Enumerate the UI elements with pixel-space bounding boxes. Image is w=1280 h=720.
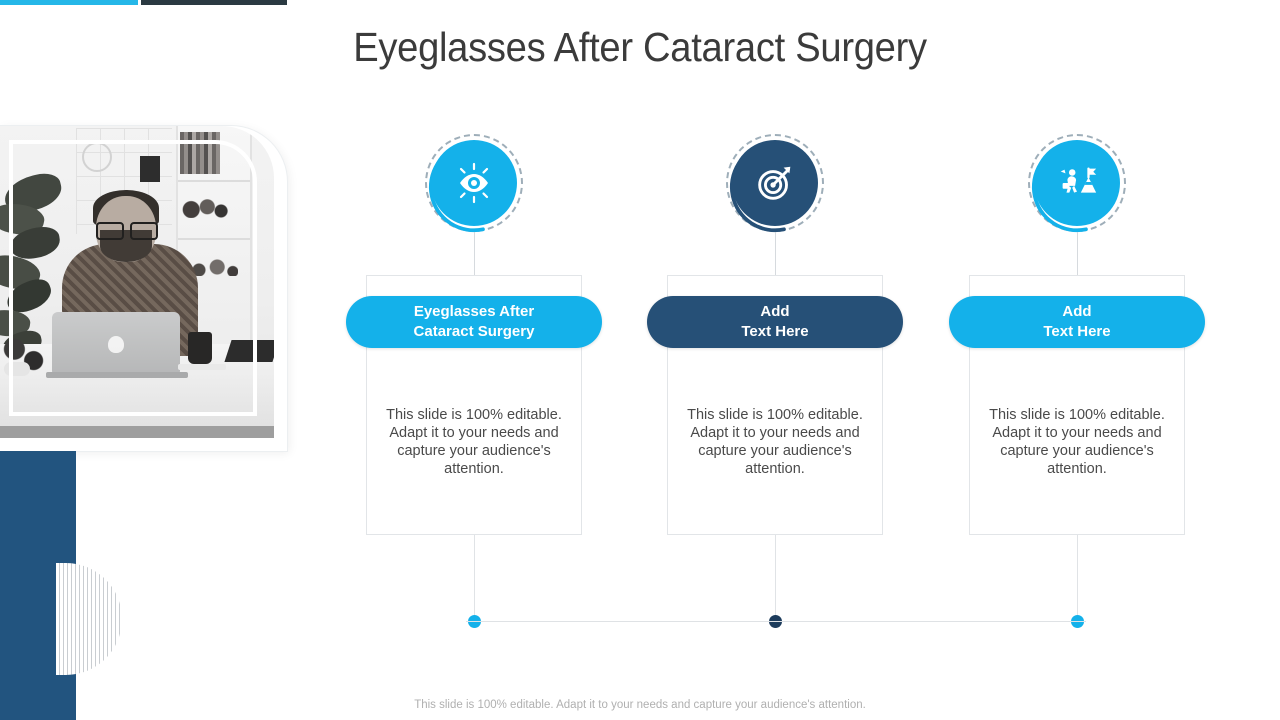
- icon-badge-1[interactable]: [425, 134, 523, 233]
- photo-person-eyeglasses: [96, 222, 158, 240]
- striped-half-circle-decor: [56, 563, 122, 675]
- top-accent-bar-dark: [141, 0, 287, 5]
- card-body-text-1: This slide is 100% editable. Adapt it to…: [386, 407, 562, 477]
- page-title: Eyeglasses After Cataract Surgery: [353, 24, 927, 70]
- footer-note: This slide is 100% editable. Adapt it to…: [414, 699, 866, 711]
- photo-wall-clock: [82, 142, 112, 172]
- pill-label-3[interactable]: Add Text Here: [949, 296, 1205, 348]
- target-arrow-icon: [732, 140, 818, 226]
- pill-line1-1: Eyeglasses After: [413, 303, 535, 320]
- pill-line2-3: Text Here: [1043, 323, 1111, 340]
- photo-card: [0, 126, 287, 451]
- connector-stem-2: [775, 232, 776, 276]
- icon-badge-3[interactable]: [1028, 134, 1126, 233]
- photo-desk-edge: [0, 426, 274, 438]
- icon-badge-2[interactable]: [726, 134, 824, 233]
- timeline-connector-3: [1077, 535, 1078, 621]
- pill-line2-1: Cataract Surgery: [413, 323, 535, 340]
- timeline-connector-2: [775, 535, 776, 621]
- photo-wall-frame: [140, 156, 160, 182]
- column-1: This slide is 100% editable. Adapt it to…: [314, 0, 634, 720]
- pill-line2-2: Text Here: [741, 323, 809, 340]
- connector-stem-1: [474, 232, 475, 276]
- photo-tablet: [224, 340, 274, 362]
- timeline-connector-1: [474, 535, 475, 621]
- pill-line1-3: Add: [1062, 303, 1092, 320]
- card-body-text-3: This slide is 100% editable. Adapt it to…: [989, 407, 1165, 477]
- eye-vision-icon: [431, 140, 517, 226]
- mountain-flag-achievement-icon: [1034, 140, 1120, 226]
- photo-shelf-objects: [182, 190, 228, 218]
- photo-tray: [178, 364, 226, 370]
- photo-laptop-logo: [108, 336, 124, 353]
- pill-label-2[interactable]: Add Text Here: [647, 296, 903, 348]
- pill-label-1[interactable]: Eyeglasses After Cataract Surgery: [346, 296, 602, 348]
- photo-image: [0, 126, 274, 438]
- column-2: This slide is 100% editable. Adapt it to…: [615, 0, 935, 720]
- pill-line1-2: Add: [760, 303, 790, 320]
- timeline-baseline: [466, 621, 1086, 622]
- photo-person-beard: [100, 230, 152, 262]
- connector-stem-3: [1077, 232, 1078, 276]
- column-3: This slide is 100% editable. Adapt it to…: [917, 0, 1237, 720]
- top-accent-bar-cyan: [0, 0, 138, 5]
- photo-coffee-cup: [188, 332, 212, 364]
- photo-laptop-base: [46, 372, 188, 378]
- photo-mouse: [4, 362, 30, 376]
- card-body-text-2: This slide is 100% editable. Adapt it to…: [687, 407, 863, 477]
- photo-books: [180, 132, 220, 174]
